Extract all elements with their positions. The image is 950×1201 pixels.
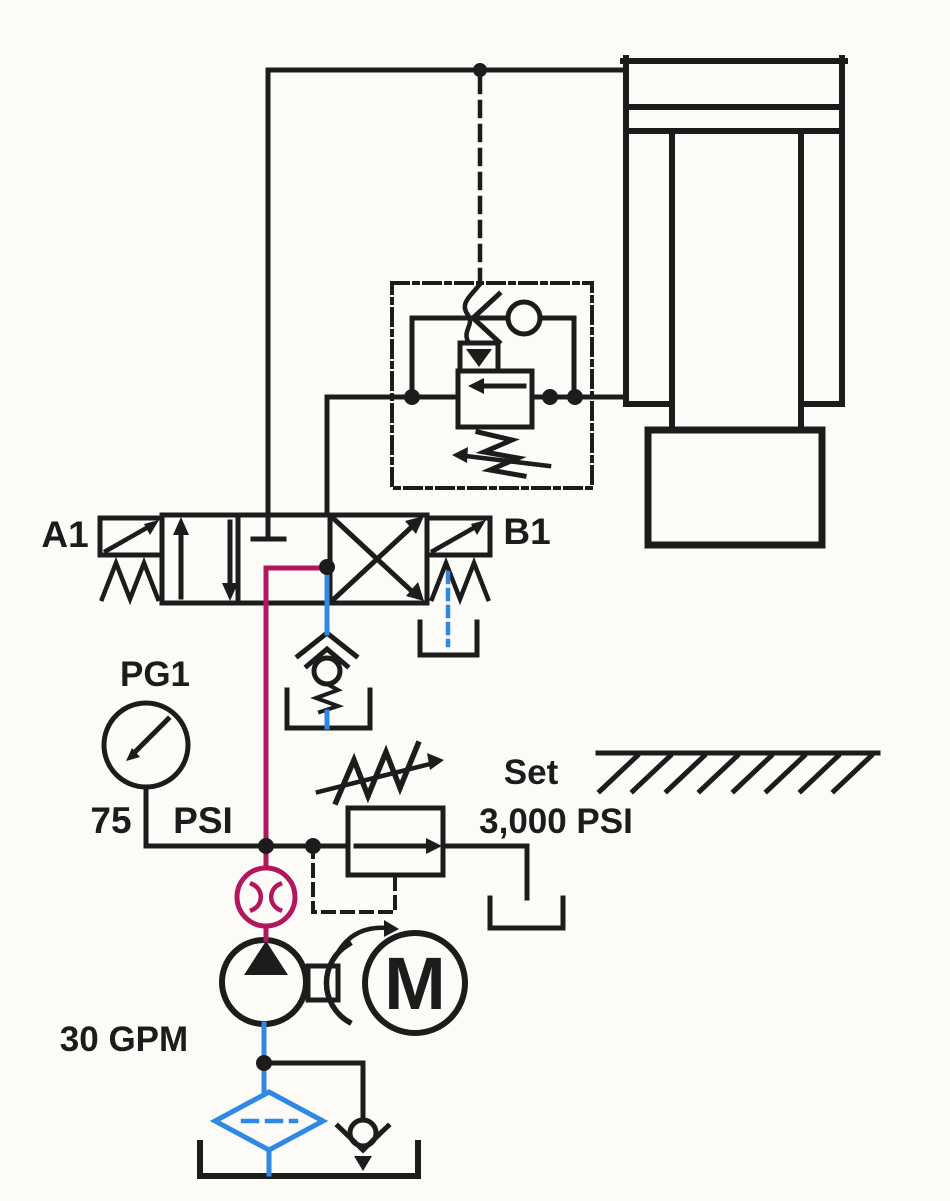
junction-dot (567, 389, 583, 405)
spring-right-icon (429, 556, 491, 606)
valve-drain-tank-symbol (417, 619, 480, 658)
label-gauge-unit: PSI (173, 800, 233, 841)
cylinder-load-block (644, 426, 826, 549)
valve-envelope (159, 512, 430, 606)
label-pump-flow: 30 GPM (60, 1020, 188, 1059)
valve-center-blocked-port (250, 512, 287, 542)
cylinder (620, 55, 848, 549)
check-valve-seat-icon (469, 290, 503, 346)
solenoid-left-arrow-shaft (102, 522, 154, 555)
counterbalance-valve-body (455, 368, 535, 430)
cross-arrowhead-upper (405, 516, 424, 534)
label-relief-pressure: 3,000 PSI (479, 802, 633, 841)
counterbalance-enclosure (390, 281, 594, 490)
junction-dot (319, 559, 335, 575)
bypass-check-ball-icon (347, 1117, 379, 1149)
counterbalance-flow-arrowhead (468, 378, 484, 394)
rotation-arrow-shaft (332, 925, 391, 960)
junction-dot (258, 838, 274, 854)
cross-arrowhead-lower (406, 582, 424, 601)
junction-dot (256, 1055, 272, 1071)
cap-end-line (265, 67, 629, 518)
cylinder-rod (669, 131, 804, 433)
label-gauge-value: 75 (90, 800, 131, 841)
spring-left-icon (99, 556, 161, 606)
junction-dot (473, 63, 487, 77)
counterbalance-spring-icon (474, 428, 527, 479)
junction-dot (305, 838, 321, 854)
motor-circle (362, 930, 468, 1036)
solenoid-right-arrow-shaft (429, 522, 481, 555)
shaft-coupling-box (305, 963, 341, 1003)
rotation-arrowhead (384, 920, 399, 937)
directional-valve (97, 512, 493, 658)
relief-tank-symbol (487, 895, 566, 931)
relief-pilot-dashed (311, 844, 397, 914)
label-motor-letter: M (384, 942, 446, 1025)
relief-spring-arrow-shaft (315, 761, 433, 795)
valve-right-position-cross (330, 515, 421, 603)
pilot-line-wavy (462, 280, 484, 347)
text-layer: A1 B1 PG1 75 PSI Set 3,000 PSI 30 GPM M (41, 511, 633, 1059)
cylinder-barrel (620, 55, 848, 407)
bypass-check-arrowhead (354, 1156, 372, 1171)
arrowhead-up (173, 517, 189, 535)
check-spring-icon (310, 681, 345, 715)
cylinder-piston (626, 104, 842, 134)
relief-spring-icon (332, 740, 422, 806)
label-gauge-name: PG1 (120, 655, 190, 694)
relief-spring-arrowhead (427, 753, 444, 770)
pressure-gauge (101, 700, 191, 849)
bypass-branch-line (261, 1060, 366, 1125)
label-port-a1: A1 (41, 514, 88, 555)
tank-line-layer (209, 565, 451, 1177)
ground-hatching (596, 752, 875, 795)
pilot-triangle-icon (466, 349, 492, 367)
pressure-line-layer (234, 565, 330, 943)
gauge-needle-shaft (131, 715, 172, 756)
black-line-layer (97, 55, 881, 1179)
label-port-b1: B1 (503, 511, 550, 552)
bypass-check-valve (334, 1117, 392, 1154)
relief-flow-arrowhead (426, 838, 442, 854)
ground-symbol (595, 750, 881, 795)
relief-outlet-line (440, 843, 530, 901)
counterbalance-spring-arrowhead (452, 447, 468, 463)
label-relief-set: Set (504, 753, 559, 792)
reservoir-symbol (197, 1140, 421, 1179)
junction-dot (404, 389, 420, 405)
gauge-needle-arrowhead (126, 748, 140, 761)
solenoid-right-arrowhead (471, 520, 486, 535)
pump-flow-triangle-icon (244, 941, 288, 975)
flow-meter-arcs (249, 881, 283, 913)
arrowhead-down (222, 583, 238, 601)
valve-left-position-arrows (178, 519, 233, 600)
counterbalance-check-loop (409, 315, 577, 400)
bypass-check-seat (334, 1122, 392, 1154)
check-ball-icon (311, 655, 343, 687)
black-fill-layer (126, 63, 583, 1171)
flow-meter-body (234, 865, 298, 929)
valve-position-dividers (235, 512, 333, 606)
counterbalance-spring-arrow-shaft (463, 453, 552, 469)
check-valve-ball-icon (505, 299, 543, 337)
relief-valve (311, 740, 566, 931)
gauge-dial (101, 700, 191, 790)
junction-dot (542, 389, 558, 405)
solenoid-left-arrowhead (144, 520, 159, 535)
